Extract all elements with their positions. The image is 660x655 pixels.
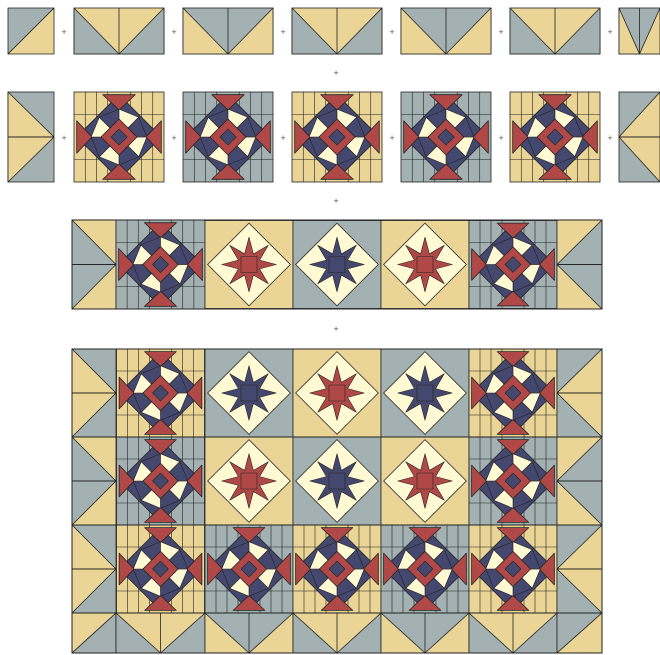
edge-unit (557, 525, 602, 613)
plus-separator: + (607, 134, 613, 142)
star-block (469, 349, 557, 437)
block-strip (72, 525, 602, 613)
half-square-triangle-unit (8, 8, 54, 54)
star-block (205, 525, 293, 613)
block-strip (72, 220, 602, 309)
plus-separator: + (498, 28, 504, 36)
edge-unit (72, 525, 116, 613)
flying-geese-unit (401, 8, 491, 54)
half-square-triangle-unit (557, 613, 602, 653)
star-block (401, 92, 491, 182)
diamond-star-block (381, 221, 469, 309)
edge-unit (8, 92, 54, 182)
star-block (74, 92, 164, 182)
plus-separator: + (333, 325, 339, 333)
plus-separator: + (333, 69, 339, 77)
block-strip (72, 437, 602, 525)
edge-unit (72, 349, 116, 437)
plus-separator: + (333, 197, 339, 205)
edge-unit (72, 437, 116, 525)
star-block (469, 525, 557, 613)
star-block (292, 92, 382, 182)
flying-geese-unit (292, 8, 382, 54)
diamond-star-block (381, 349, 469, 437)
star-block (293, 525, 381, 613)
block-strip (72, 613, 602, 653)
clipped-unit (619, 8, 660, 54)
clipped-unit (619, 92, 660, 182)
flying-geese-unit (74, 8, 164, 54)
flying-geese-unit (183, 8, 273, 54)
star-block (116, 220, 205, 309)
star-block (469, 437, 557, 525)
diamond-star-block (293, 437, 381, 525)
star-block (117, 525, 205, 613)
star-block (117, 349, 205, 437)
row-2-star-blocks: + + + + + + (8, 92, 660, 182)
plus-separator: + (389, 28, 395, 36)
plus-separator: + (171, 134, 177, 142)
plus-separator: + (171, 28, 177, 36)
plus-separator: + (498, 134, 504, 142)
diamond-star-block (293, 221, 381, 309)
block-strip (72, 349, 602, 437)
diamond-star-block (205, 437, 293, 525)
diamond-star-block (293, 349, 381, 437)
flying-geese-unit (619, 8, 660, 54)
plus-separator: + (61, 134, 67, 142)
edge-unit (557, 349, 602, 437)
star-block (381, 525, 469, 613)
star-block (183, 92, 273, 182)
edge-unit (619, 92, 660, 182)
plus-separator: + (280, 134, 286, 142)
edge-unit (557, 220, 602, 309)
plus-separator: + (280, 28, 286, 36)
star-block (510, 92, 600, 182)
diamond-star-block (381, 437, 469, 525)
flying-geese-unit (510, 8, 600, 54)
flying-geese-unit (116, 613, 205, 653)
star-block (117, 437, 205, 525)
flying-geese-unit (469, 613, 557, 653)
half-square-triangle-unit (72, 613, 116, 653)
row-3-mixed-blocks (72, 220, 602, 309)
row-1-half-square-units: + + + + + + (8, 8, 660, 54)
diamond-star-block (205, 221, 293, 309)
flying-geese-unit (293, 613, 381, 653)
plus-separator: + (607, 28, 613, 36)
plus-separator: + (389, 134, 395, 142)
edge-unit (557, 437, 602, 525)
plus-separator: + (61, 28, 67, 36)
star-block (469, 221, 557, 309)
flying-geese-unit (205, 613, 293, 653)
flying-geese-unit (381, 613, 469, 653)
diamond-star-block (205, 349, 293, 437)
assembled-quilt (72, 349, 602, 653)
edge-unit (72, 220, 116, 309)
